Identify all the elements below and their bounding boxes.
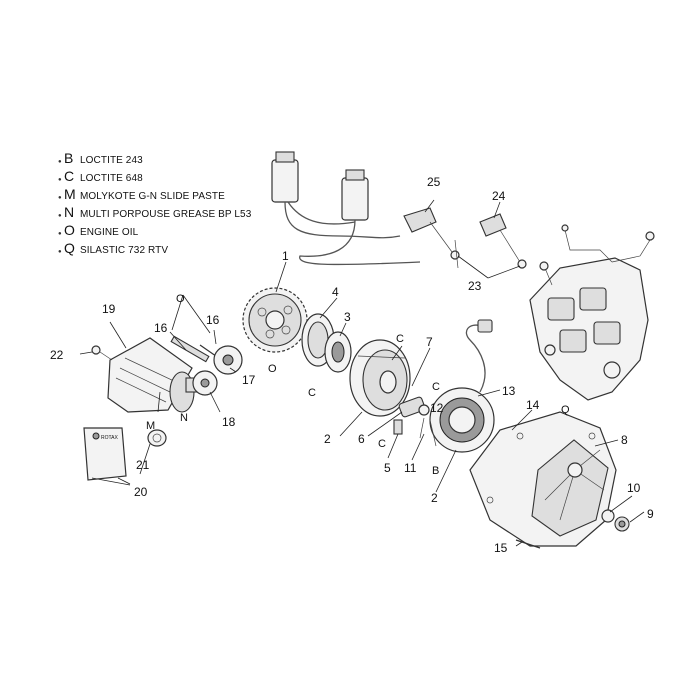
legend-code: N (64, 204, 75, 220)
lubricant-marks: O O C C C C M N B Q (146, 293, 570, 477)
callout-18: 18 (222, 415, 236, 429)
callout-23: 23 (468, 279, 482, 293)
mark-c: C (432, 381, 440, 393)
legend-code: O (64, 222, 75, 238)
callout-8: 8 (621, 433, 628, 447)
stator (419, 319, 495, 453)
rotor-nut-parts (393, 396, 430, 435)
callout-1: 1 (282, 249, 289, 263)
cover-plug (515, 509, 630, 549)
legend-row: ● Q SILASTIC 732 RTV (58, 240, 251, 258)
bullet-icon: ● (58, 231, 62, 237)
bullet-icon: ● (58, 249, 62, 255)
callout-14: 14 (526, 398, 540, 412)
legend-text: ENGINE OIL (80, 227, 139, 238)
legend-text: SILASTIC 732 RTV (80, 245, 169, 256)
callout-24: 24 (492, 189, 506, 203)
callout-2: 2 (431, 491, 438, 505)
callout-5: 5 (384, 461, 391, 475)
legend-row: ● C LOCTITE 648 (58, 168, 251, 186)
callout-12: 12 (430, 401, 444, 415)
callout-17: 17 (242, 373, 256, 387)
gear-train (170, 335, 243, 396)
legend-text: LOCTITE 243 (80, 155, 143, 166)
starter-motor (91, 337, 205, 413)
starter-gear (242, 287, 308, 353)
lubricant-legend: ● B LOCTITE 243 ● C LOCTITE 648 ● M MOLY… (58, 150, 251, 258)
bullet-icon: ● (58, 159, 62, 165)
callout-25: 25 (427, 175, 441, 189)
cylinder-head (529, 224, 655, 401)
callout-13: 13 (502, 384, 516, 398)
callout-21: 21 (136, 458, 150, 472)
legend-code: B (64, 150, 74, 166)
callout-16: 16 (206, 313, 220, 327)
mark-q: Q (561, 404, 570, 416)
callout-10: 10 (627, 481, 641, 495)
mark-m: M (146, 420, 155, 432)
shim-washer (147, 429, 167, 447)
mark-o: O (176, 293, 185, 305)
legend-row: ● B LOCTITE 243 (58, 150, 251, 168)
callout-15: 15 (494, 541, 508, 555)
bullet-icon: ● (58, 177, 62, 183)
callout-numbers: 1 2 2 3 4 5 6 7 8 9 10 11 12 13 14 15 16… (50, 175, 654, 555)
callout-19: 19 (102, 302, 116, 316)
legend-code: C (64, 168, 75, 184)
legend-code: Q (64, 240, 75, 256)
callout-9: 9 (647, 507, 654, 521)
legend-text: MOLYKOTE G-N SLIDE PASTE (80, 191, 225, 202)
mark-c: C (378, 438, 386, 450)
callout-11: 11 (404, 461, 417, 475)
mark-c: C (308, 387, 316, 399)
mark-b: B (432, 465, 439, 477)
leader-lines (79, 199, 645, 547)
callout-4: 4 (332, 285, 339, 299)
flywheel-rotor (349, 339, 411, 417)
legend-text: LOCTITE 648 (80, 173, 143, 184)
bullet-icon: ● (58, 195, 62, 201)
legend-code: M (64, 186, 76, 202)
bullet-icon: ● (58, 213, 62, 219)
ignition-coils (271, 151, 527, 269)
legend-text: MULTI PORPOUSE GREASE BP L53 (80, 209, 252, 220)
callout-7: 7 (426, 335, 433, 349)
callout-3: 3 (344, 310, 351, 324)
freewheel-ring (301, 313, 352, 373)
mark-c: C (396, 333, 404, 345)
callout-22: 22 (50, 348, 64, 362)
owners-manual: ROTAX (83, 427, 127, 481)
legend-row: ● M MOLYKOTE G-N SLIDE PASTE (58, 186, 251, 204)
callout-16: 16 (154, 321, 168, 335)
callout-6: 6 (358, 432, 365, 446)
legend-row: ● N MULTI PORPOUSE GREASE BP L53 (58, 204, 251, 222)
generator-cover (469, 411, 617, 547)
callout-20: 20 (134, 485, 148, 499)
mark-o: O (268, 363, 277, 375)
mark-n: N (180, 412, 188, 424)
callout-2: 2 (324, 432, 331, 446)
legend-row: ● O ENGINE OIL (58, 222, 251, 240)
manual-label: ROTAX (101, 435, 119, 441)
